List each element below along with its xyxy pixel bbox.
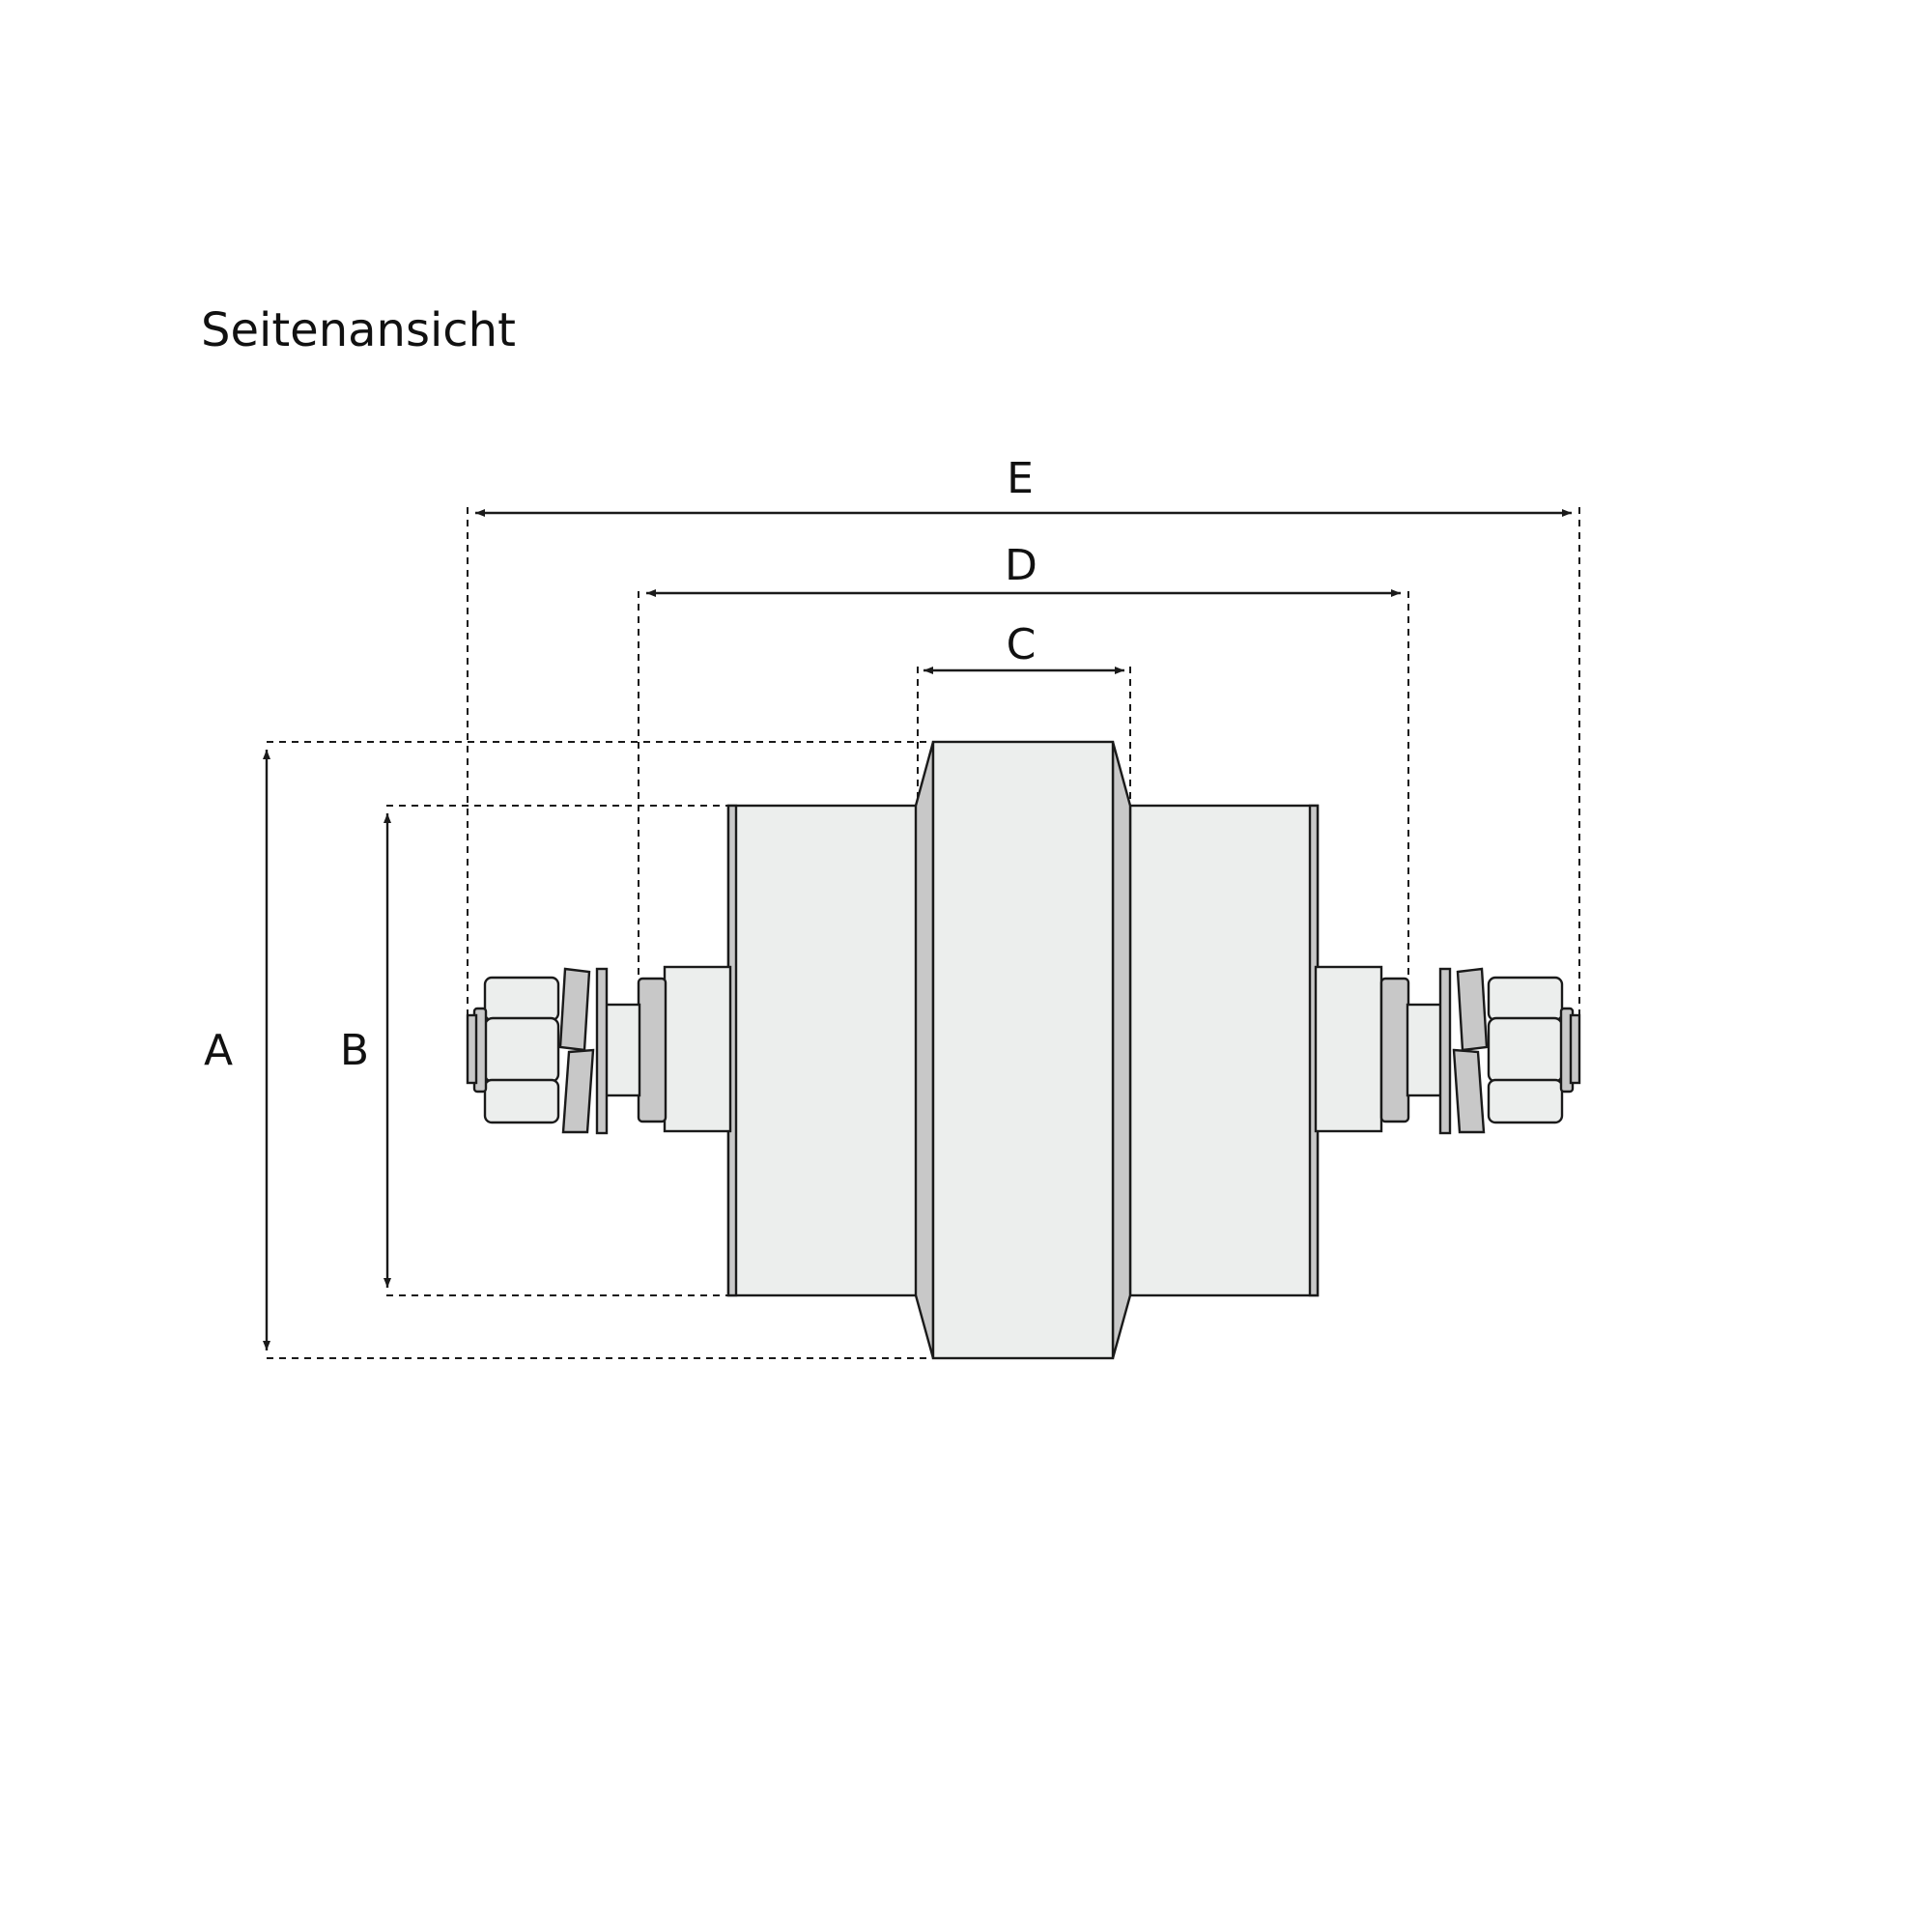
dimension-e-label: E bbox=[1007, 454, 1034, 503]
dimension-d-label: D bbox=[1005, 541, 1037, 590]
dimension-c-label: C bbox=[1007, 620, 1037, 669]
view-title: Seitenansicht bbox=[201, 303, 516, 357]
left-hex-nut bbox=[483, 976, 560, 1124]
right-hex-nut bbox=[1487, 976, 1564, 1124]
dimension-a-label: A bbox=[204, 1026, 233, 1075]
dimension-lines bbox=[263, 509, 1572, 1350]
dimension-b-label: B bbox=[340, 1026, 369, 1075]
roller-body bbox=[726, 740, 1320, 1360]
extension-lines bbox=[267, 507, 1580, 1359]
right-axle bbox=[1314, 965, 1581, 1135]
left-axle bbox=[466, 965, 732, 1135]
